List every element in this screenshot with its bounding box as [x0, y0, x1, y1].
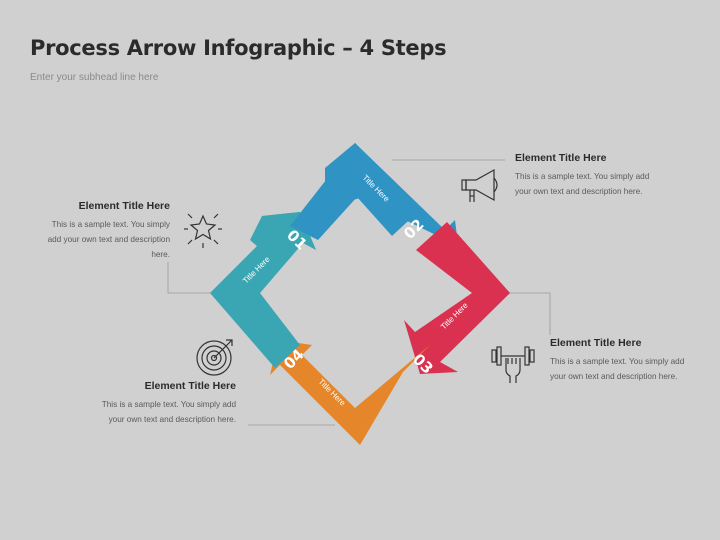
page-subhead: Enter your subhead line here: [30, 72, 159, 83]
target-icon: [196, 339, 233, 376]
element-block-01: Element Title Here This is a sample text…: [0, 200, 170, 262]
element-title-02: Element Title Here: [515, 152, 607, 164]
arrow-step-01: [210, 212, 316, 368]
connector-line-03: [505, 292, 551, 335]
element-description-04: This is a sample text. You simply add yo…: [101, 400, 236, 424]
element-title-04: Element Title Here: [144, 380, 236, 392]
element-block-03: Element Title Here This is a sample text…: [550, 337, 720, 384]
arrow-step-04: [270, 340, 430, 445]
element-description-02: This is a sample text. You simply add yo…: [515, 172, 650, 196]
page-title: Process Arrow Infographic – 4 Steps: [30, 36, 447, 60]
dumbbell-icon: [491, 346, 535, 383]
element-block-02: Element Title Here This is a sample text…: [515, 152, 685, 199]
element-description-01: This is a sample text. You simply add yo…: [47, 220, 170, 259]
arrow-step-03: [404, 222, 510, 374]
element-block-04: Element Title Here This is a sample text…: [66, 380, 236, 427]
element-description-03: This is a sample text. You simply add yo…: [550, 357, 685, 381]
star-icon: [184, 213, 222, 248]
element-title-01: Element Title Here: [78, 200, 170, 212]
connector-lines: [167, 159, 551, 426]
connector-line-01: [167, 262, 212, 294]
megaphone-icon: [461, 168, 498, 202]
arrow-step-02-body: [290, 143, 420, 240]
element-title-03: Element Title Here: [550, 337, 642, 349]
